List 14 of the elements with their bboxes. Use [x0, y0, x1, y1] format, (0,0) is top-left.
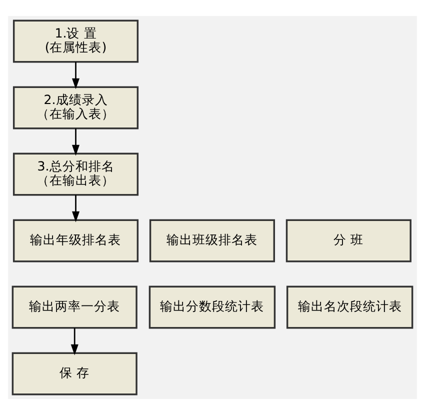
arrow — [72, 128, 80, 156]
arrow — [72, 62, 80, 89]
node-box: 输出班级排名表 — [149, 218, 275, 262]
node-box: 分 班 — [286, 218, 412, 262]
arrow — [70, 328, 78, 355]
node-box: 2.成绩录入 （在输入表） — [12, 86, 139, 129]
node-box: 输出年级排名表 — [12, 218, 139, 262]
node-box: 输出两率一分表 — [12, 285, 138, 328]
node-box: 输出名次段统计表 — [286, 285, 414, 328]
node-box: 保 存 — [12, 352, 138, 395]
node-box: 1.设 置 (在属性表) — [12, 19, 139, 62]
node-box: 输出分数段统计表 — [148, 285, 276, 328]
node-box: 3.总分和排名 （在输出表） — [12, 152, 139, 196]
arrow — [72, 194, 80, 222]
